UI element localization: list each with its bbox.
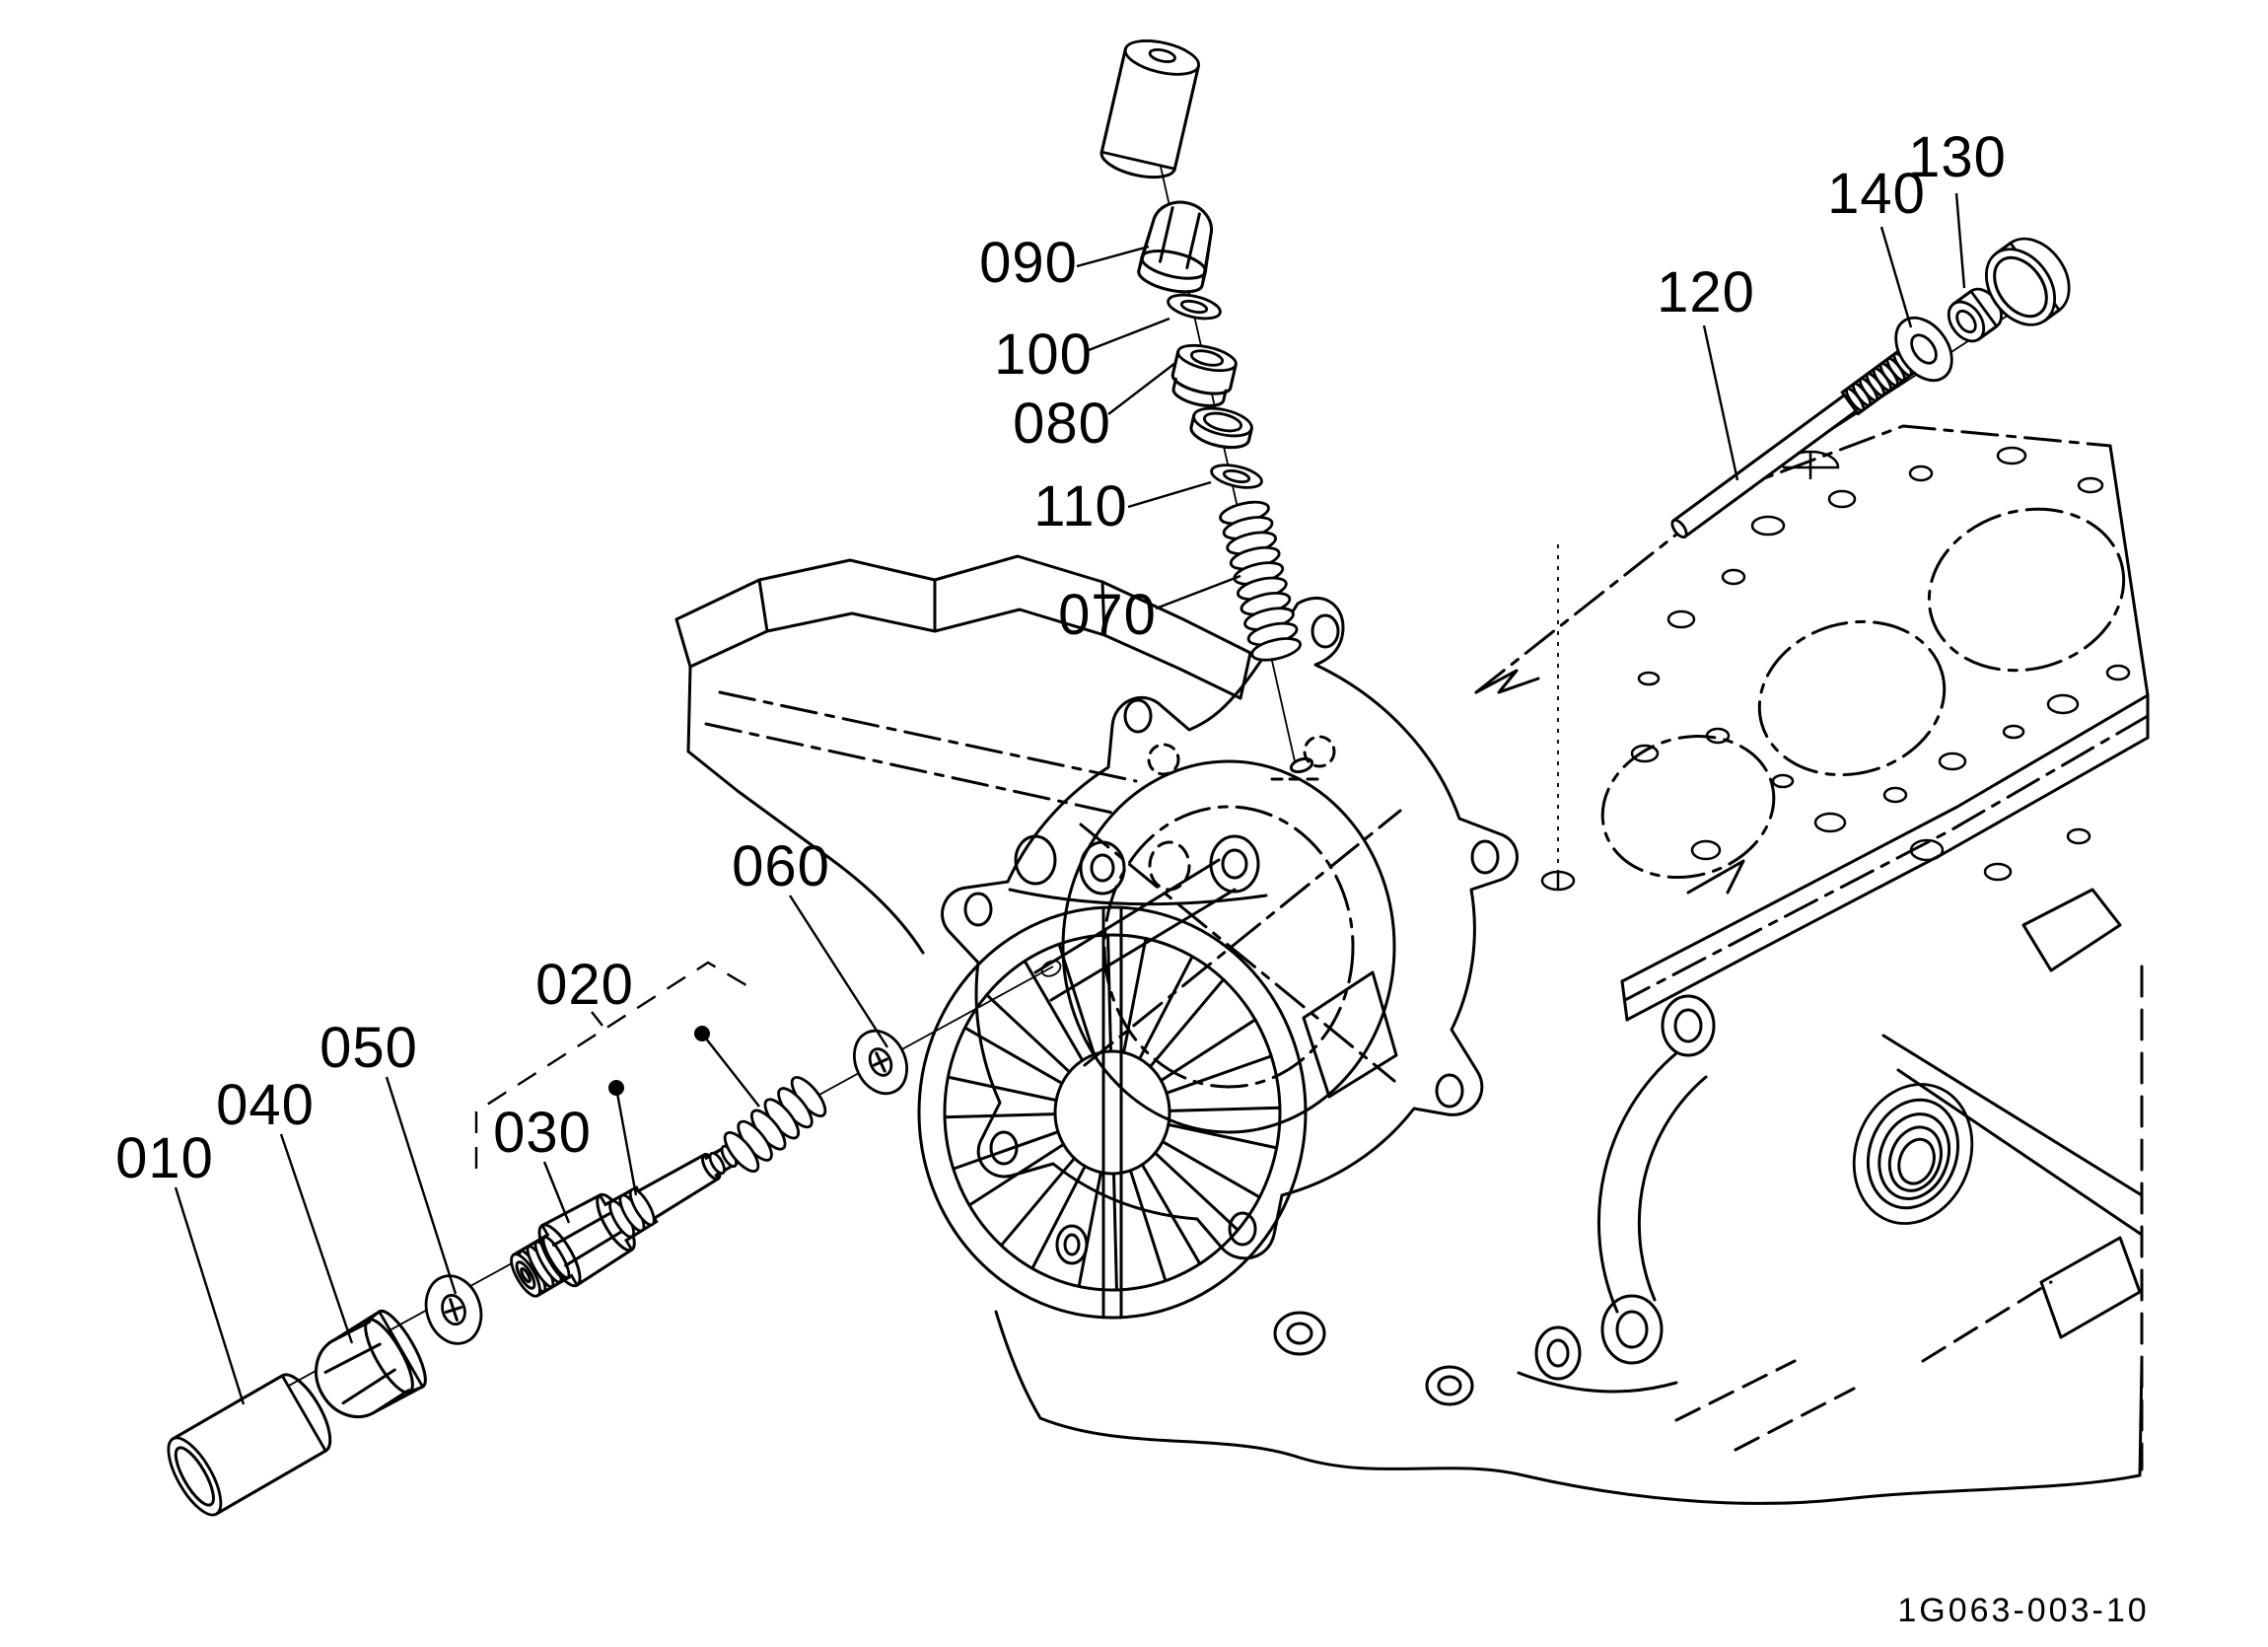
- deck-bolt-holes: [1540, 446, 2131, 892]
- callout-080: 080: [1013, 392, 1111, 456]
- part-110-washer: [1210, 464, 1263, 489]
- drawing-number: 1G063-003-10: [1897, 1592, 2149, 1629]
- engine-block-art: [674, 424, 2150, 1505]
- callout-110: 110: [1033, 474, 1127, 538]
- part-seal-ring: [1189, 406, 1253, 450]
- part-120-stud: [1670, 345, 1922, 539]
- callout-040: 040: [216, 1073, 315, 1137]
- callout-140: 140: [1827, 162, 1926, 226]
- part-070-spring: [1219, 500, 1302, 662]
- callout-090: 090: [979, 231, 1078, 295]
- callout-070: 070: [1058, 583, 1157, 647]
- callout-leaders: [174, 192, 1966, 1405]
- callout-130: 130: [1908, 125, 2007, 189]
- gear-case-housing: [674, 554, 1325, 1002]
- cylinder-deck: [1474, 424, 2150, 1022]
- callout-100: 100: [994, 322, 1093, 387]
- part-080-nut: [1170, 343, 1238, 407]
- part-010-cap: [167, 1373, 332, 1517]
- spoked-wheel: [917, 905, 1308, 1320]
- assembly-020-bracket: [474, 961, 752, 1169]
- part-060-washer: [852, 1029, 909, 1096]
- callout-120: 120: [1657, 260, 1755, 324]
- part-140-washer: [1894, 316, 1953, 383]
- part-assembly-spring: [723, 1076, 827, 1173]
- callout-020: 020: [535, 953, 634, 1017]
- pump-cover-plate: [941, 597, 1519, 1260]
- callout-060: 060: [732, 834, 830, 898]
- part-090-cap-nut: [1137, 200, 1213, 294]
- part-040-cap-nut: [315, 1309, 427, 1419]
- callout-050: 050: [319, 1016, 418, 1080]
- callout-labels: 010 040 050 030 020 060 090 100 080 110 …: [115, 125, 2007, 1190]
- crankcase-right: [994, 888, 2144, 1505]
- part-130-nut: [1947, 287, 2003, 343]
- part-100-washer: [1167, 293, 1222, 321]
- callout-030: 030: [493, 1101, 592, 1165]
- part-030-nozzle-holder: [510, 1129, 763, 1298]
- part-seal-cap: [1984, 237, 2071, 326]
- part-cylinder-cap: [1099, 39, 1201, 179]
- threaded-bore: [1852, 1083, 1974, 1225]
- part-050-washer: [424, 1274, 483, 1345]
- callout-010: 010: [115, 1126, 214, 1190]
